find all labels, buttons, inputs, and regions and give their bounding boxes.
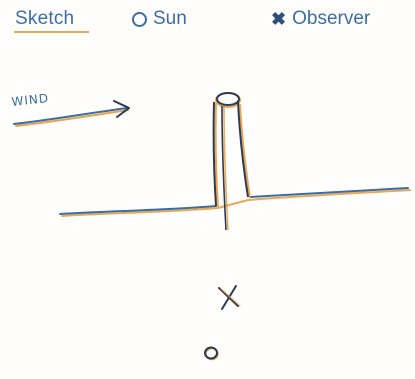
ground-line (60, 188, 410, 216)
observer-marker-icon (219, 286, 240, 309)
tower-structure (214, 93, 250, 230)
sun-marker-icon (205, 348, 218, 360)
wind-label: WIND (11, 91, 50, 109)
